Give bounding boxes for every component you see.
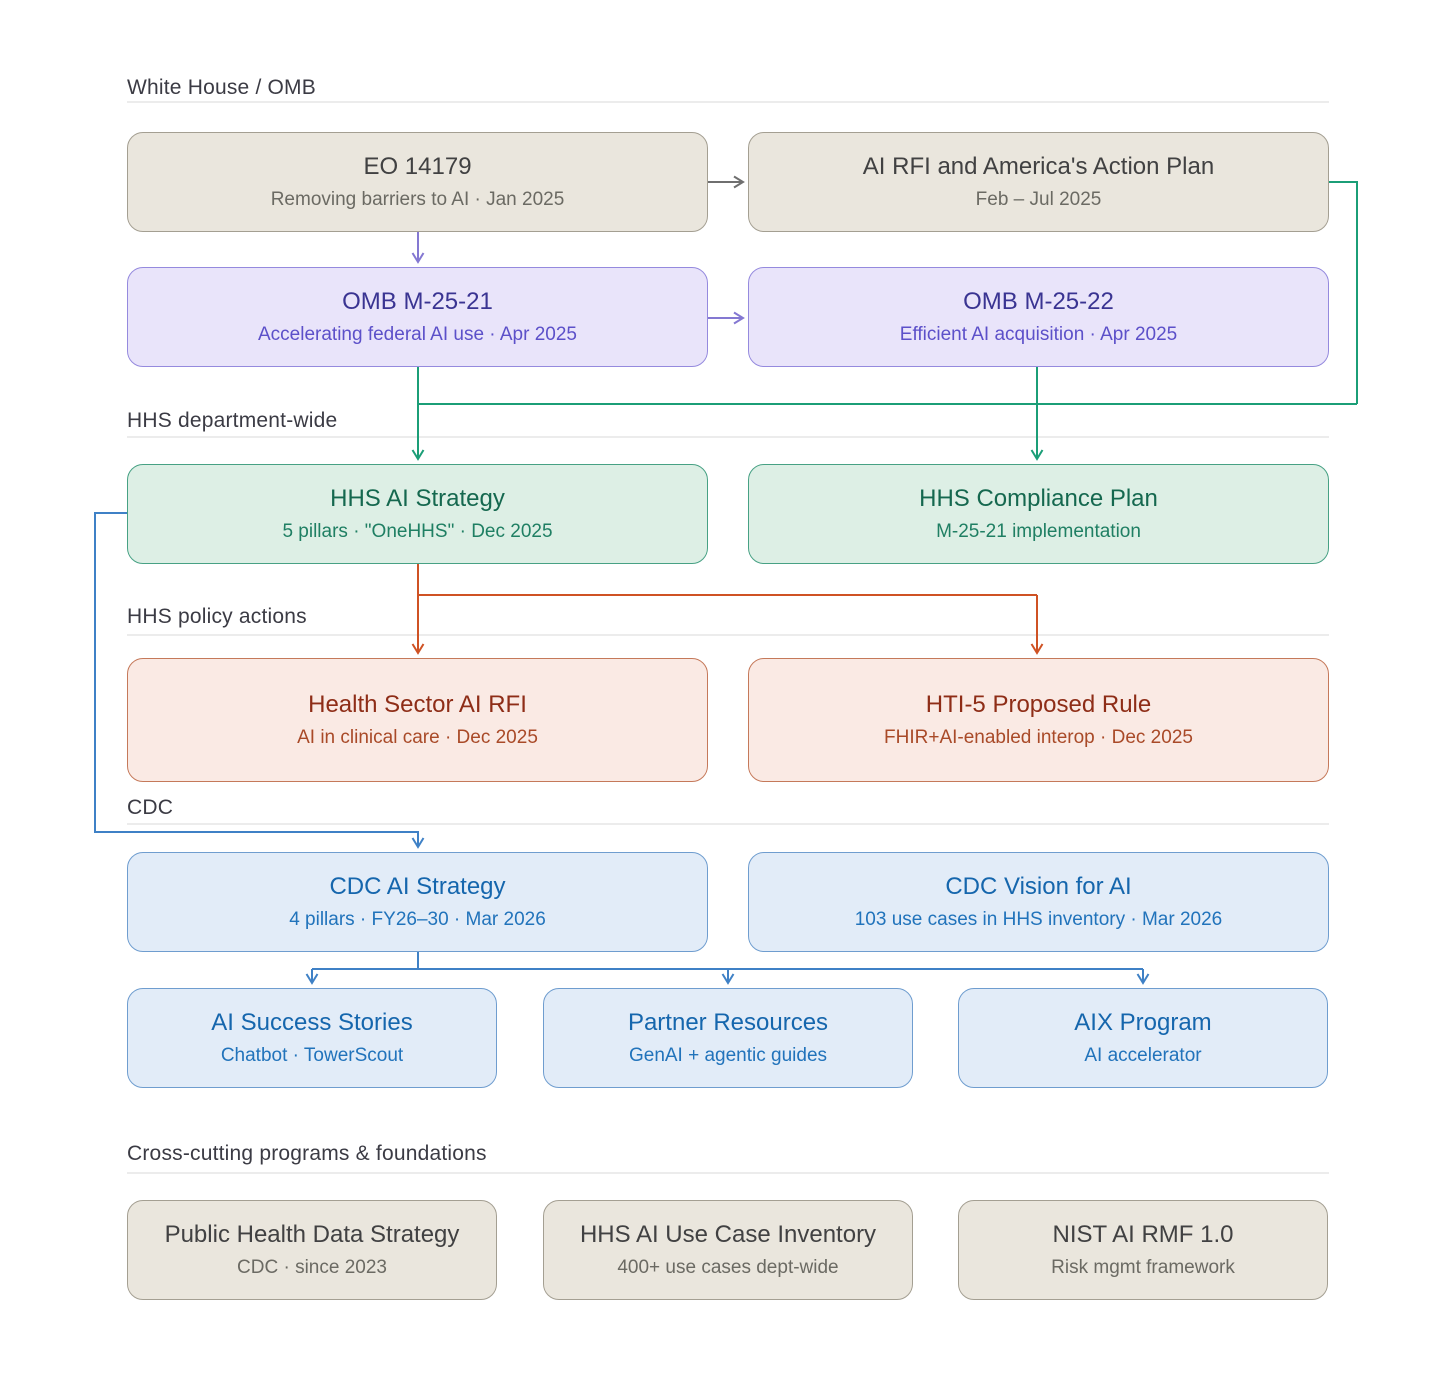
node-subtitle: Feb – Jul 2025 (975, 188, 1102, 210)
section-divider (127, 436, 1329, 438)
node-nist-ai-rmf: NIST AI RMF 1.0 Risk mgmt framework (958, 1200, 1328, 1300)
node-cdc-ai-strategy: CDC AI Strategy 4 pillars · FY26–30 · Ma… (127, 852, 708, 952)
node-subtitle: 103 use cases in HHS inventory · Mar 202… (854, 908, 1223, 930)
node-title: CDC Vision for AI (945, 873, 1132, 901)
node-eo-14179: EO 14179 Removing barriers to AI · Jan 2… (127, 132, 708, 232)
node-title: HHS AI Strategy (330, 485, 505, 513)
node-subtitle: 5 pillars · "OneHHS" · Dec 2025 (282, 520, 553, 542)
node-title: Partner Resources (627, 1009, 829, 1037)
node-title: CDC AI Strategy (329, 873, 506, 901)
node-title: AI Success Stories (211, 1009, 413, 1037)
node-cdc-vision-for-ai: CDC Vision for AI 103 use cases in HHS i… (748, 852, 1329, 952)
node-ai-rfi-action-plan: AI RFI and America's Action Plan Feb – J… (748, 132, 1329, 232)
section-label-hhs-department-wide: HHS department-wide (127, 409, 338, 432)
node-title: Health Sector AI RFI (308, 691, 527, 719)
node-title: OMB M-25-21 (342, 288, 493, 316)
node-subtitle: FHIR+AI-enabled interop · Dec 2025 (884, 726, 1193, 748)
node-omb-m-25-21: OMB M-25-21 Accelerating federal AI use … (127, 267, 708, 367)
node-hhs-ai-use-case-inventory: HHS AI Use Case Inventory 400+ use cases… (543, 1200, 913, 1300)
node-title: AIX Program (1074, 1009, 1212, 1037)
node-hhs-compliance-plan: HHS Compliance Plan M-25-21 implementati… (748, 464, 1329, 564)
section-label-hhs-policy-actions: HHS policy actions (127, 605, 307, 628)
node-title: HHS AI Use Case Inventory (579, 1221, 877, 1249)
node-hti-5-proposed-rule: HTI-5 Proposed Rule FHIR+AI-enabled inte… (748, 658, 1329, 782)
node-subtitle: CDC · since 2023 (237, 1256, 387, 1278)
section-divider (127, 1172, 1329, 1174)
section-label-cdc: CDC (127, 796, 174, 819)
node-hhs-ai-strategy: HHS AI Strategy 5 pillars · "OneHHS" · D… (127, 464, 708, 564)
node-subtitle: AI in clinical care · Dec 2025 (297, 726, 538, 748)
node-title: Public Health Data Strategy (164, 1221, 460, 1249)
node-title: AI RFI and America's Action Plan (862, 153, 1215, 181)
node-title: EO 14179 (363, 153, 472, 181)
section-divider (127, 823, 1329, 825)
node-subtitle: GenAI + agentic guides (628, 1044, 828, 1066)
node-title: HTI-5 Proposed Rule (925, 691, 1152, 719)
node-subtitle: Chatbot · TowerScout (220, 1044, 404, 1066)
node-title: NIST AI RMF 1.0 (1052, 1221, 1234, 1249)
section-divider (127, 634, 1329, 636)
node-subtitle: Efficient AI acquisition · Apr 2025 (899, 323, 1178, 345)
node-health-sector-ai-rfi: Health Sector AI RFI AI in clinical care… (127, 658, 708, 782)
node-public-health-data-strategy: Public Health Data Strategy CDC · since … (127, 1200, 497, 1300)
node-subtitle: 4 pillars · FY26–30 · Mar 2026 (289, 908, 546, 930)
node-subtitle: Removing barriers to AI · Jan 2025 (270, 188, 565, 210)
node-ai-success-stories: AI Success Stories Chatbot · TowerScout (127, 988, 497, 1088)
node-partner-resources: Partner Resources GenAI + agentic guides (543, 988, 913, 1088)
node-title: HHS Compliance Plan (919, 485, 1158, 513)
node-subtitle: Accelerating federal AI use · Apr 2025 (258, 323, 577, 345)
node-title: OMB M-25-22 (963, 288, 1114, 316)
node-subtitle: M-25-21 implementation (936, 520, 1141, 542)
node-subtitle: AI accelerator (1084, 1044, 1202, 1066)
node-aix-program: AIX Program AI accelerator (958, 988, 1328, 1088)
node-subtitle: Risk mgmt framework (1051, 1256, 1235, 1278)
section-divider (127, 101, 1329, 103)
node-subtitle: 400+ use cases dept-wide (617, 1256, 839, 1278)
section-label-white-house-omb: White House / OMB (127, 76, 316, 99)
section-label-cross-cutting: Cross-cutting programs & foundations (127, 1142, 487, 1165)
node-omb-m-25-22: OMB M-25-22 Efficient AI acquisition · A… (748, 267, 1329, 367)
